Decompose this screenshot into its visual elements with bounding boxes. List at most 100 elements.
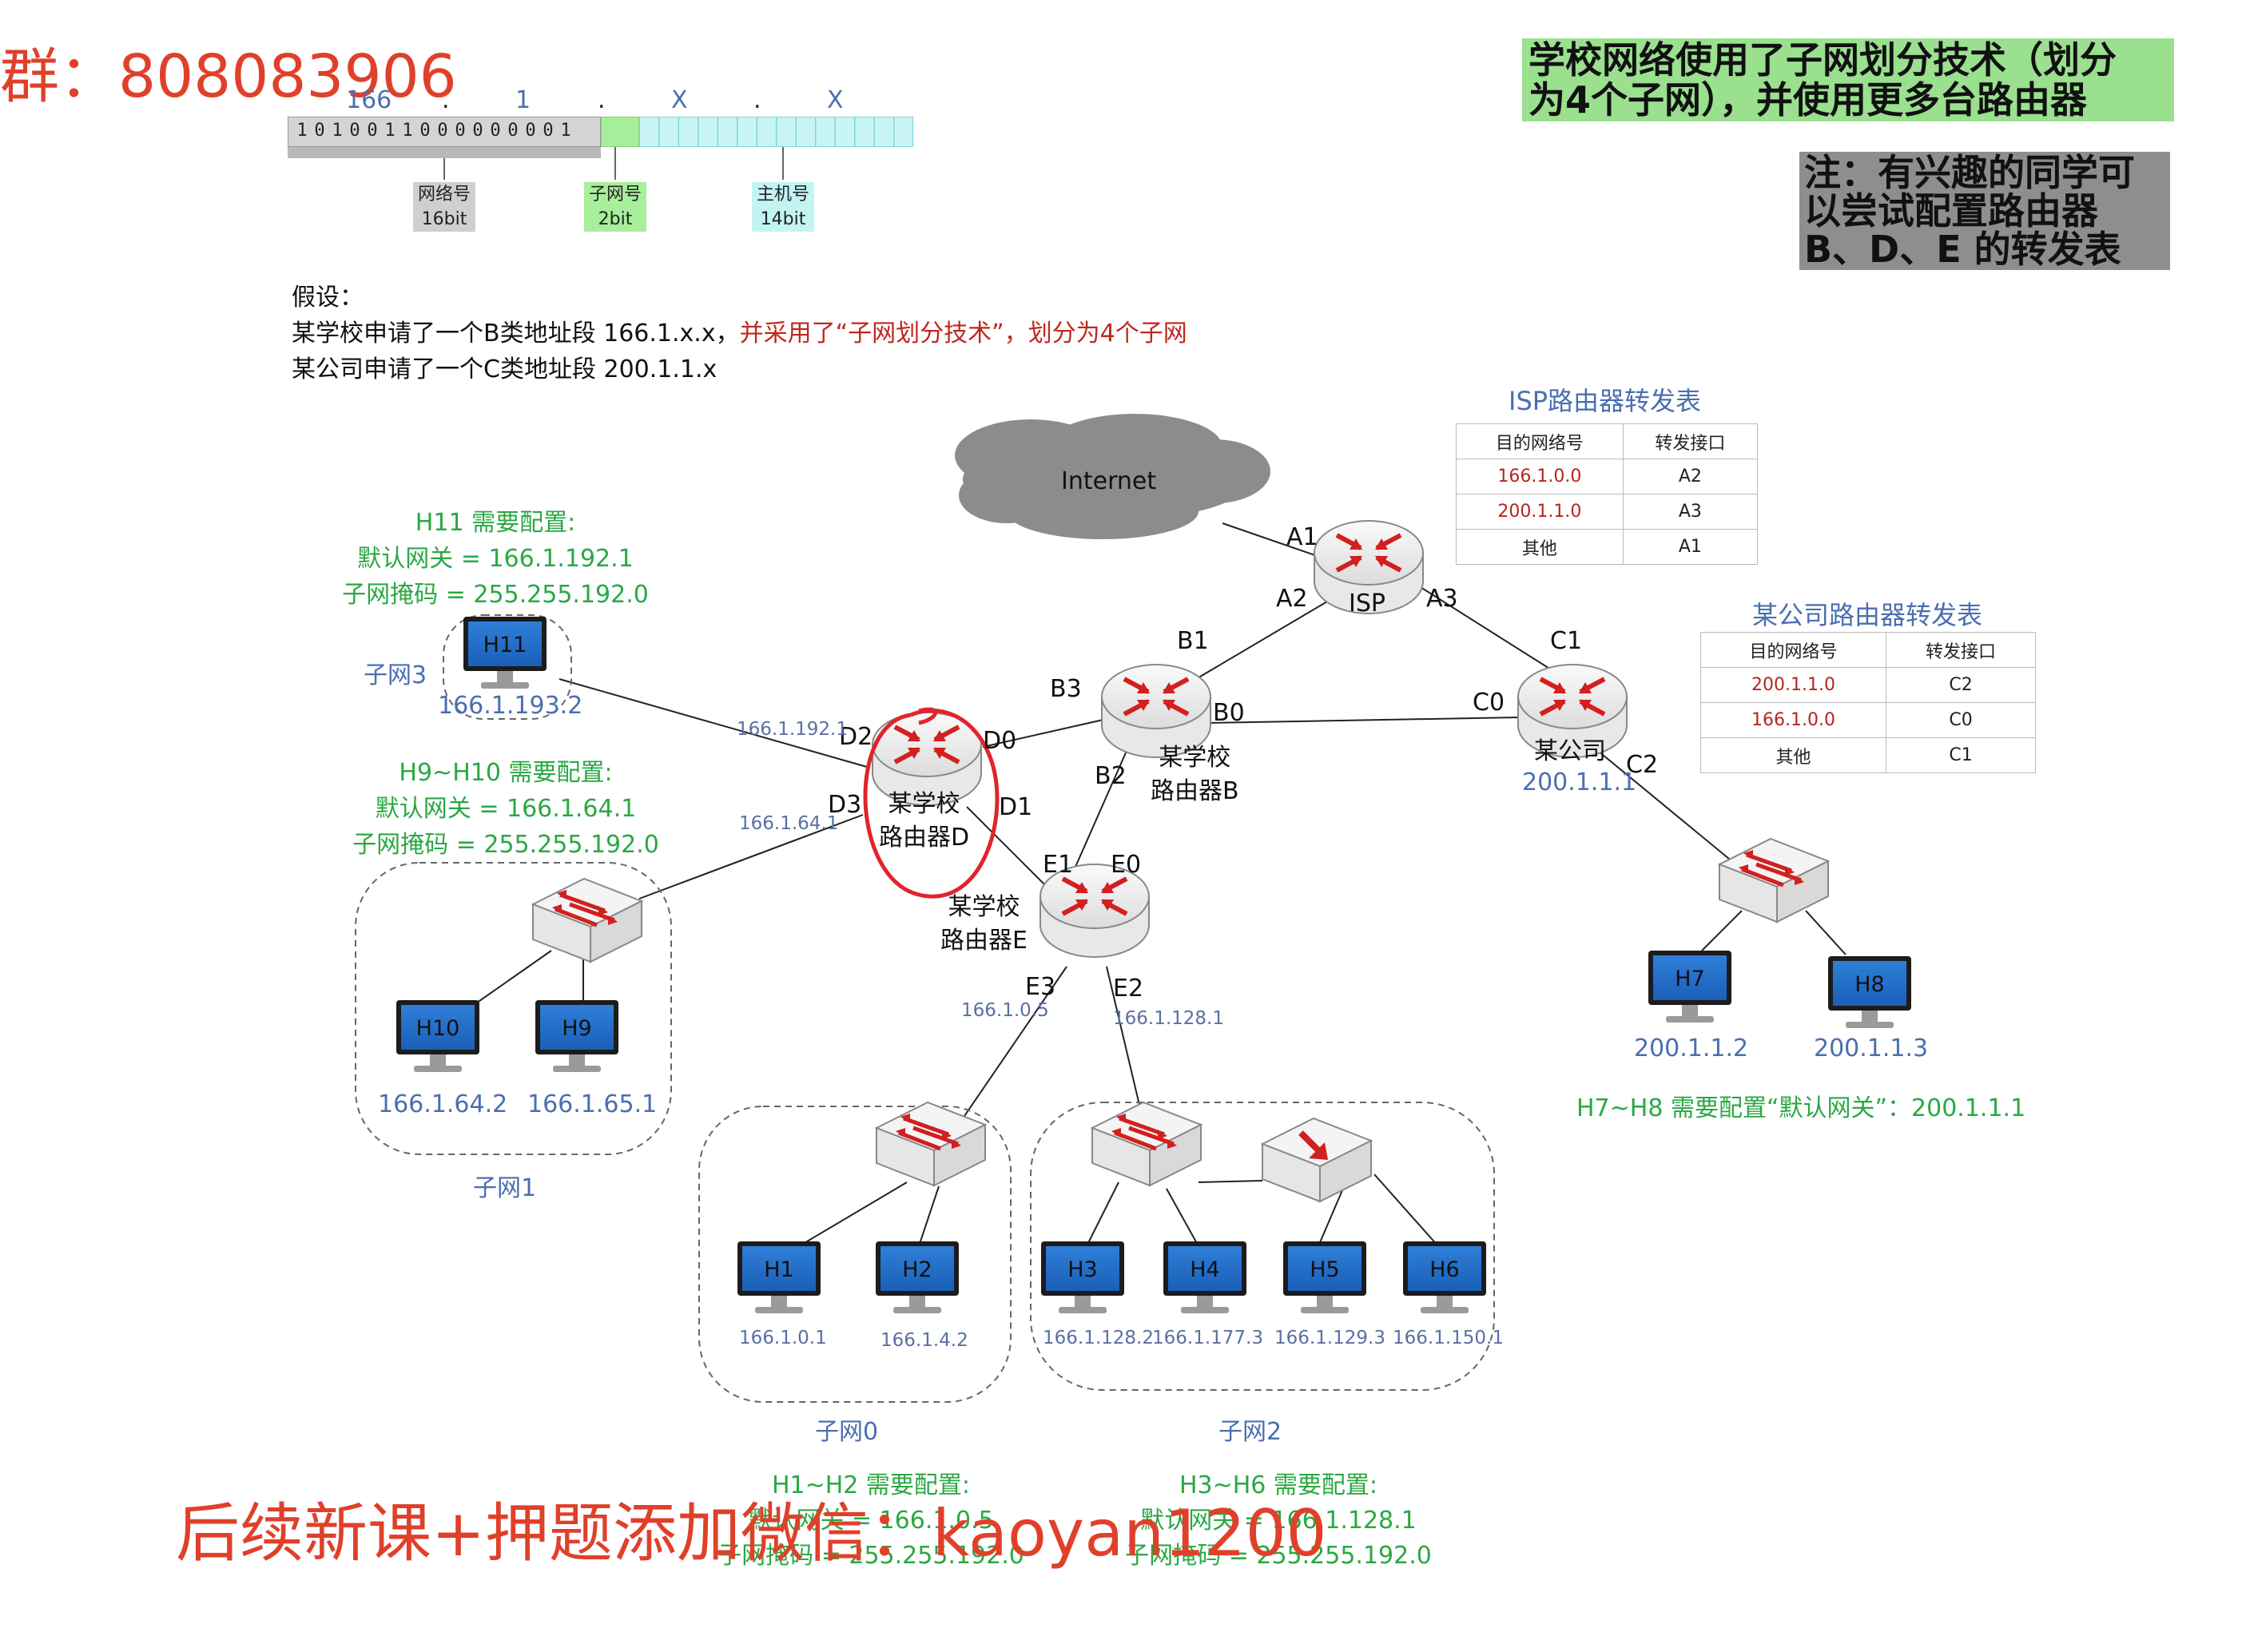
- h7h8-config-note: H7~H8 需要配置“默认网关”：200.1.1.1: [1576, 1094, 2026, 1122]
- h11-name: H11: [483, 633, 527, 657]
- switch-subnet2-b: [1260, 1117, 1373, 1203]
- internet-label: Internet: [1061, 467, 1157, 495]
- ip-d2: 166.1.192.1: [737, 719, 848, 740]
- link-d-h11: [559, 678, 868, 768]
- dot-3: .: [753, 86, 761, 114]
- router-d-name: 某学校路由器D: [879, 790, 970, 852]
- h6-name: H6: [1429, 1257, 1460, 1282]
- subnet3-region: [443, 614, 572, 720]
- title-box: 学校网络使用了子网划分技术（划分 为4个子网），并使用更多台路由器: [1522, 38, 2174, 121]
- h3-ip: 166.1.128.2: [1043, 1328, 1154, 1348]
- port-c2: C2: [1626, 751, 1659, 779]
- ip-d3: 166.1.64.1: [739, 813, 839, 834]
- octet-3: X: [671, 86, 688, 114]
- h5-name: H5: [1310, 1257, 1340, 1282]
- ip-e3: 166.1.0.5: [961, 1000, 1049, 1021]
- subnet0-label: 子网0: [815, 1418, 879, 1446]
- h4-name: H4: [1190, 1257, 1220, 1282]
- port-b2: B2: [1095, 762, 1127, 790]
- switch-subnet1: [533, 879, 642, 962]
- h1-ip: 166.1.0.1: [739, 1328, 827, 1348]
- isp-name: ISP: [1349, 590, 1385, 618]
- h4-ip: 166.1.177.3: [1152, 1328, 1263, 1348]
- note-line3: B、D、E 的转发表: [1804, 228, 2121, 271]
- port-d2: D2: [839, 723, 873, 751]
- port-a1: A1: [1286, 523, 1318, 551]
- note-line1: 注：有兴趣的同学可: [1804, 151, 2135, 194]
- dot-1: .: [442, 86, 450, 114]
- internet-cloud: [955, 414, 1270, 539]
- octet-4: X: [827, 86, 844, 114]
- h2-name: H2: [902, 1257, 932, 1282]
- port-e3: E3: [1025, 973, 1056, 1001]
- title-line2: 为4个子网），并使用更多台路由器: [1528, 78, 2088, 121]
- h6-ip: 166.1.150.1: [1393, 1328, 1504, 1348]
- h2-ip: 166.1.4.2: [881, 1330, 968, 1351]
- company-table-title: 某公司路由器转发表: [1752, 600, 1983, 630]
- host-bits-bar: [639, 117, 913, 147]
- h9-ip: 166.1.65.1: [527, 1090, 658, 1118]
- switch-subnet2-a: [1092, 1102, 1201, 1185]
- highlight-circle: [863, 707, 1000, 899]
- h10-ip: 166.1.64.2: [378, 1090, 508, 1118]
- h1-name: H1: [764, 1257, 794, 1282]
- port-e2: E2: [1113, 975, 1144, 1003]
- port-d0: D0: [983, 727, 1017, 755]
- port-b1: B1: [1177, 627, 1209, 655]
- subnet0-region: [698, 1106, 1012, 1403]
- subnet2-region: [1030, 1102, 1495, 1391]
- link-b-e: [1066, 750, 1127, 888]
- qq-group-overlay: 群：808083906: [0, 42, 457, 111]
- dot-2: .: [598, 86, 606, 114]
- h11-ip: 166.1.193.2: [438, 692, 583, 720]
- link-d-switch1: [638, 814, 864, 899]
- octet-1: 166: [346, 86, 392, 114]
- port-e1: E1: [1043, 851, 1074, 879]
- port-d1: D1: [999, 793, 1033, 821]
- assumption-head: 假设：: [292, 284, 364, 312]
- company-router-ip: 200.1.1.1: [1522, 768, 1637, 796]
- link-isp-company: [1413, 582, 1567, 680]
- title-line1: 学校网络使用了子网划分技术（划分: [1528, 38, 2117, 81]
- isp-table-title: ISP路由器转发表: [1509, 386, 1702, 416]
- note-box: 注：有兴趣的同学可 以尝试配置路由器 B、D、E 的转发表: [1799, 152, 2170, 270]
- promo-overlay: 后续新课+押题添加微信：kaoyan1200: [176, 1496, 1327, 1571]
- port-b0: B0: [1213, 699, 1245, 727]
- subnet1-region: [355, 862, 672, 1155]
- link-b-d: [982, 718, 1107, 748]
- link-company-switch: [1597, 750, 1735, 864]
- h8-name: H8: [1854, 972, 1885, 997]
- net-underline: [288, 147, 601, 158]
- link-internet-isp: [1222, 522, 1327, 560]
- note-line2: 以尝试配置路由器: [1804, 189, 2098, 232]
- h7-name: H7: [1675, 967, 1705, 991]
- switch-company: [1719, 839, 1828, 922]
- h3-name: H3: [1067, 1257, 1098, 1282]
- port-c0: C0: [1473, 689, 1505, 717]
- company-router-name: 某公司: [1534, 737, 1606, 765]
- subnet3-label: 子网3: [364, 661, 427, 689]
- ip-e2: 166.1.128.1: [1113, 1008, 1224, 1029]
- assumption-text: 假设： 某学校申请了一个B类地址段 166.1.x.x，并采用了“子网划分技术”…: [292, 280, 1187, 387]
- subnet2-label: 子网2: [1218, 1418, 1282, 1446]
- subnet-bits-bar: [601, 117, 639, 147]
- link-b-company: [1206, 717, 1519, 724]
- link-e-switch2: [1106, 966, 1143, 1119]
- link-d-e: [966, 806, 1055, 895]
- port-b3: B3: [1050, 675, 1082, 703]
- port-e0: E0: [1111, 851, 1142, 879]
- h7-ip: 200.1.1.2: [1634, 1034, 1749, 1062]
- assumption-highlight: 并采用了“子网划分技术”，划分为4个子网: [739, 320, 1187, 347]
- port-a2: A2: [1276, 585, 1308, 613]
- router-b-name: 某学校路由器B: [1151, 744, 1239, 805]
- link-e-switch0: [962, 966, 1067, 1119]
